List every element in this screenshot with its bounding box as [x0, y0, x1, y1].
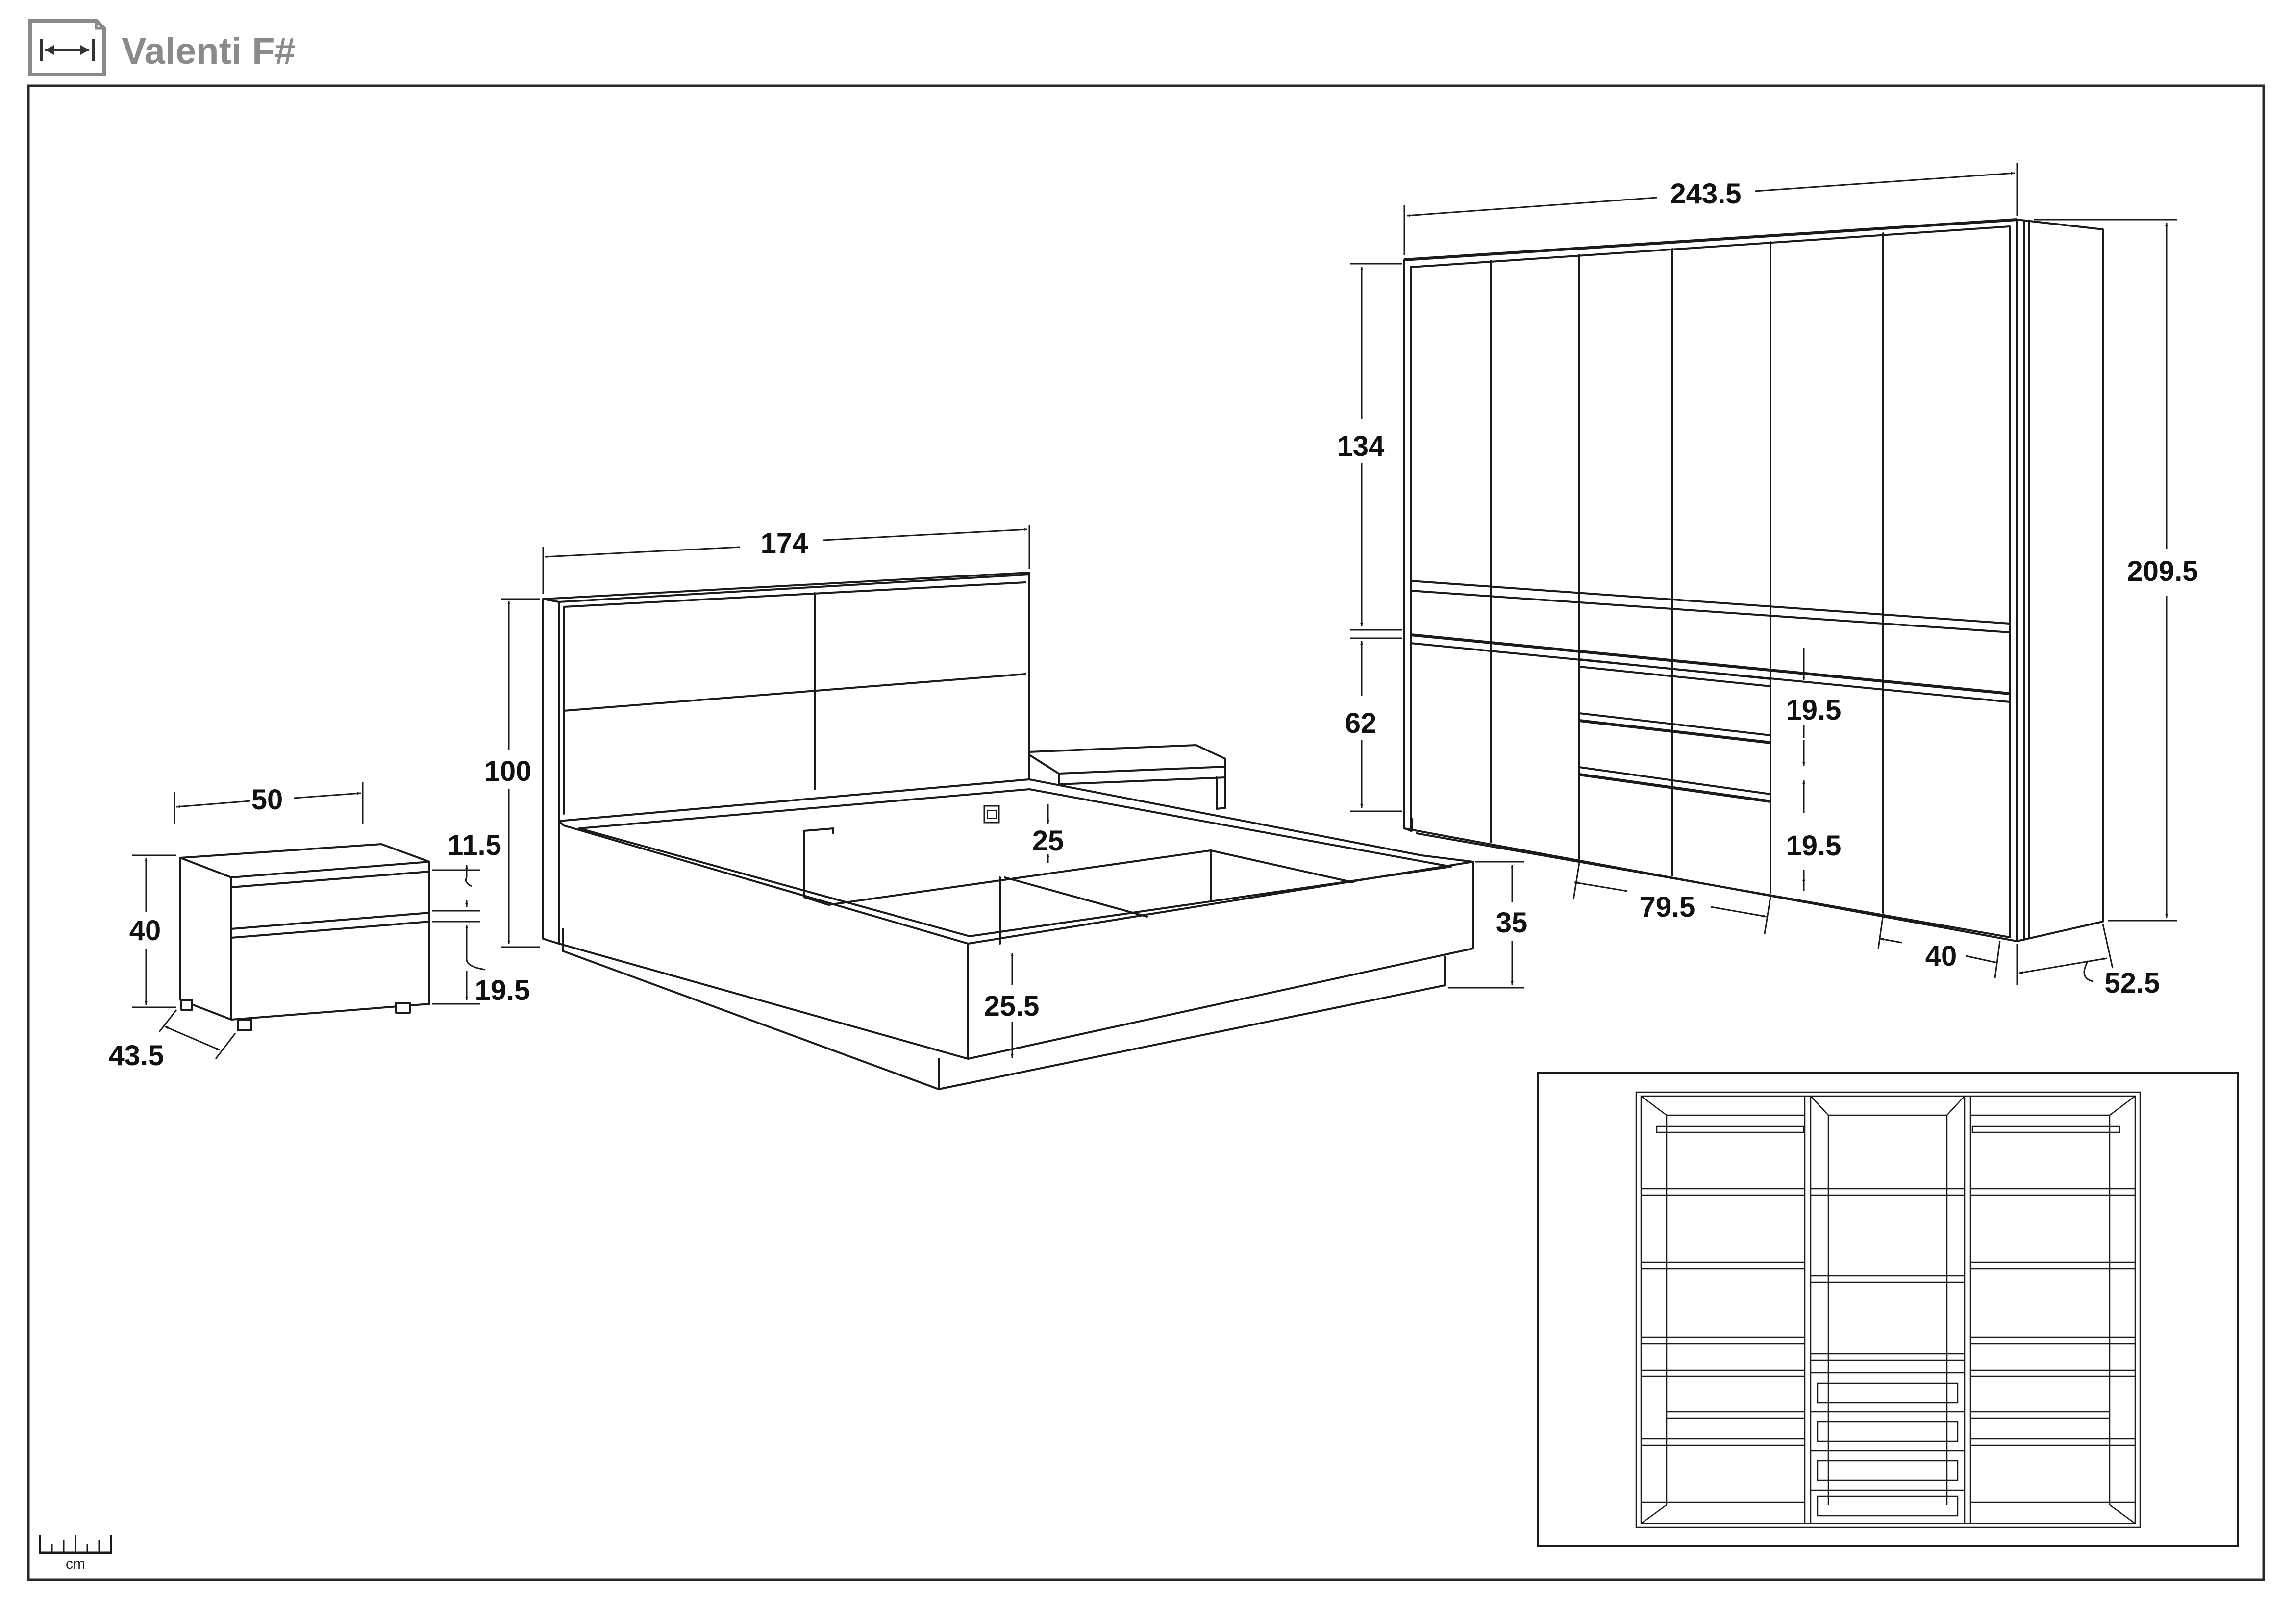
page-title: Valenti F#: [122, 30, 296, 72]
bed-headboard-height-label: 100: [484, 755, 532, 787]
wardrobe-depth-label: 52.5: [2105, 967, 2160, 999]
bed-inner-depth-label: 25: [1032, 825, 1064, 857]
nightstand-dimensions: 50 40 43.5 11.5 19.5: [109, 782, 530, 1072]
wardrobe-dimensions: 243.5 209.5 134 62 19.5 19.5 79.5: [1337, 163, 2198, 999]
wardrobe-lower-height-label: 62: [1345, 707, 1377, 739]
wardrobe-width-label: 243.5: [1670, 178, 1741, 210]
wardrobe-height-label: 209.5: [2127, 555, 2198, 587]
nightstand-drawing: [179, 843, 430, 1031]
wardrobe-upper-height-label: 134: [1337, 430, 1385, 462]
wardrobe-drawer-1-label: 19.5: [1786, 694, 1842, 726]
wardrobe-door-width-label: 40: [1925, 940, 1957, 972]
bed-side-height-label: 25.5: [984, 990, 1040, 1022]
bed-frame-height-label: 35: [1496, 907, 1528, 939]
bed-drawing: [542, 572, 1474, 1090]
nightstand-depth-label: 43.5: [109, 1040, 164, 1072]
bed-dimensions: 174 100 35 25 25.5: [484, 525, 1528, 1058]
wardrobe-drawer-2-label: 19.5: [1786, 830, 1842, 862]
bed-width-label: 174: [761, 527, 808, 559]
ruler-icon: [39, 1535, 112, 1554]
nightstand-height-label: 40: [129, 915, 161, 947]
sheet-border: [27, 84, 2265, 1581]
wardrobe-section-width-label: 79.5: [1640, 891, 1695, 923]
wardrobe-interior-inset: [1537, 1072, 2239, 1547]
wardrobe-drawing: [1403, 218, 2104, 942]
nightstand-top-drawer-label: 11.5: [448, 829, 501, 861]
nightstand-bottom-drawer-label: 19.5: [475, 974, 530, 1006]
nightstand-width-label: 50: [251, 784, 283, 816]
scale-unit-label: cm: [66, 1556, 85, 1572]
width-dimension-icon: [28, 19, 106, 76]
header: Valenti F#: [28, 19, 296, 76]
